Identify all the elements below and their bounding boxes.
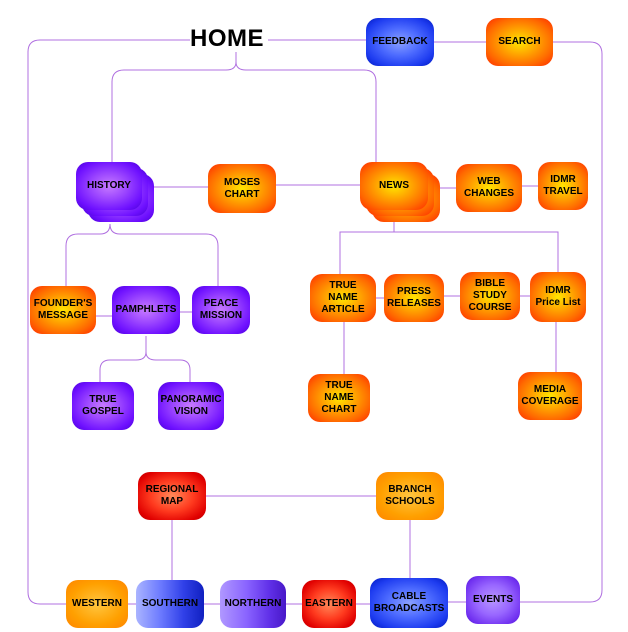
regional-map-button[interactable]: REGIONAL MAP — [138, 472, 206, 520]
regional-map-label: REGIONAL MAP — [145, 484, 199, 507]
connector-home-news — [235, 61, 377, 162]
branch-schools-label: BRANCH SCHOOLS — [385, 484, 435, 507]
bible-study-course-label: BIBLE STUDY COURSE — [468, 278, 512, 313]
moses-chart-label: MOSES CHART — [223, 176, 261, 200]
pamphlets-button[interactable]: PAMPHLETS — [112, 286, 180, 334]
true-name-chart-button[interactable]: TRUE NAME CHART — [308, 374, 370, 422]
true-gospel-label: TRUE GOSPEL — [82, 394, 124, 417]
northern-label: NORTHERN — [224, 598, 282, 609]
idmr-price-list-label: IDMR Price List — [535, 285, 581, 308]
connector-history-peace — [109, 223, 219, 286]
true-gospel-button[interactable]: TRUE GOSPEL — [72, 382, 134, 430]
press-releases-label: PRESS RELEASES — [387, 286, 441, 309]
eastern-label: EASTERN — [305, 598, 353, 609]
founders-message-button[interactable]: FOUNDER'S MESSAGE — [30, 286, 96, 334]
pamphlets-label: PAMPHLETS — [115, 304, 177, 315]
connector-home-western — [27, 39, 190, 605]
feedback-label: FEEDBACK — [372, 36, 428, 47]
panoramic-vision-label: PANORAMIC VISION — [160, 394, 222, 417]
true-name-article-label: TRUE NAME ARTICLE — [321, 280, 365, 315]
northern-button[interactable]: NORTHERN — [220, 580, 286, 628]
southern-label: SOUTHERN — [141, 598, 199, 609]
web-changes-label: WEB CHANGES — [463, 176, 514, 199]
media-coverage-button[interactable]: MEDIA COVERAGE — [518, 372, 582, 420]
cable-broadcasts-label: CABLE BROADCASTS — [373, 591, 445, 614]
founders-message-label: FOUNDER'S MESSAGE — [33, 298, 93, 321]
connector-pamphlets-panoramic — [145, 351, 191, 382]
connector-pamphlets-fork — [99, 336, 147, 382]
connector-search-events — [520, 41, 603, 603]
feedback-button[interactable]: FEEDBACK — [366, 18, 434, 66]
idmr-price-list-button[interactable]: IDMR Price List — [530, 272, 586, 322]
true-name-article-button[interactable]: TRUE NAME ARTICLE — [310, 274, 376, 322]
connector-news-idmrprice — [394, 231, 559, 272]
history-button[interactable]: HISTORY — [76, 162, 142, 210]
search-button[interactable]: SEARCH — [486, 18, 553, 66]
idmr-travel-label: IDMR TRAVEL — [543, 174, 583, 197]
eastern-button[interactable]: EASTERN — [302, 580, 356, 628]
southern-button[interactable]: SOUTHERN — [136, 580, 204, 628]
search-label: SEARCH — [498, 36, 541, 47]
idmr-travel-button[interactable]: IDMR TRAVEL — [538, 162, 588, 210]
events-button[interactable]: EVENTS — [466, 576, 520, 624]
connector-home-fork — [111, 52, 237, 163]
connector-history-fork — [65, 223, 111, 286]
western-label: WESTERN — [72, 598, 122, 609]
true-name-chart-label: TRUE NAME CHART — [321, 380, 357, 415]
cable-broadcasts-button[interactable]: CABLE BROADCASTS — [370, 578, 448, 628]
peace-mission-button[interactable]: PEACE MISSION — [192, 286, 250, 334]
home-link[interactable]: HOME — [190, 25, 264, 52]
history-label: HISTORY — [87, 180, 131, 191]
news-label: NEWS — [379, 180, 409, 191]
bible-study-course-button[interactable]: BIBLE STUDY COURSE — [460, 272, 520, 320]
events-label: EVENTS — [472, 594, 513, 605]
media-coverage-label: MEDIA COVERAGE — [521, 384, 579, 407]
news-button[interactable]: NEWS — [360, 162, 428, 210]
branch-schools-button[interactable]: BRANCH SCHOOLS — [376, 472, 444, 520]
moses-chart-button[interactable]: MOSES CHART — [208, 164, 276, 213]
panoramic-vision-button[interactable]: PANORAMIC VISION — [158, 382, 224, 430]
connector-news-fork — [339, 220, 395, 274]
western-button[interactable]: WESTERN — [66, 580, 128, 628]
peace-mission-label: PEACE MISSION — [199, 298, 243, 321]
press-releases-button[interactable]: PRESS RELEASES — [384, 274, 444, 322]
web-changes-button[interactable]: WEB CHANGES — [456, 164, 522, 212]
